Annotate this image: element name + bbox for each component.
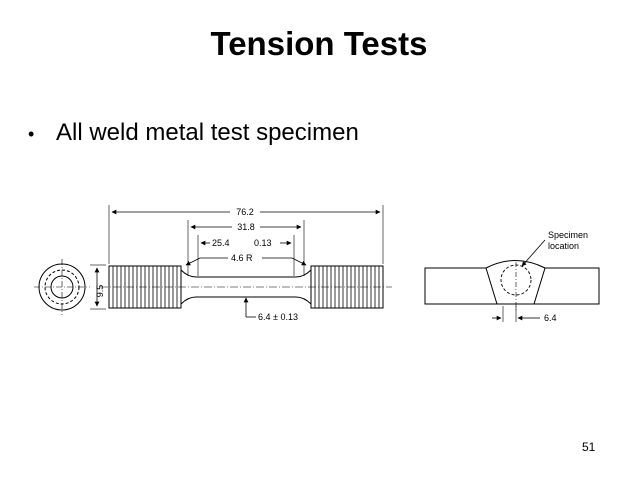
overall-length-label: 76.2	[236, 207, 254, 217]
overall-length-dimension: 76.2	[108, 205, 384, 264]
gauge-length-dimension: 25.4 0.13	[197, 235, 295, 276]
specimen-location-line2: location	[548, 241, 579, 251]
slide-title: Tension Tests	[210, 25, 428, 62]
diameter-label: 9.5	[95, 285, 105, 298]
radius-dimension: 4.6 R	[185, 253, 307, 266]
weld-offset-label: 6.4	[544, 313, 557, 323]
diameter-dimension: 9.5	[90, 264, 106, 310]
gauge-diameter-dimension: 6.4 ± 0.13	[243, 297, 298, 322]
bullet-marker: •	[28, 124, 35, 144]
reduced-length-dimension: 31.8	[187, 220, 305, 276]
tolerance-label: 0.13	[254, 238, 272, 248]
gauge-diameter-label: 6.4 ± 0.13	[258, 312, 298, 322]
bullet-item: • All weld metal test specimen	[28, 118, 359, 149]
specimen-location-line1: Specimen	[548, 230, 588, 240]
specimen-side-view	[100, 265, 392, 309]
page-number: 51	[582, 440, 596, 454]
end-view	[34, 259, 90, 315]
bullet-text: All weld metal test specimen	[56, 119, 359, 146]
radius-label: 4.6 R	[231, 253, 253, 263]
weld-cross-section	[424, 260, 600, 310]
gauge-length-label: 25.4	[212, 238, 230, 248]
specimen-location-callout: Specimen location	[521, 230, 588, 267]
weld-offset-dimension: 6.4	[492, 306, 557, 323]
reduced-length-label: 31.8	[237, 222, 255, 232]
